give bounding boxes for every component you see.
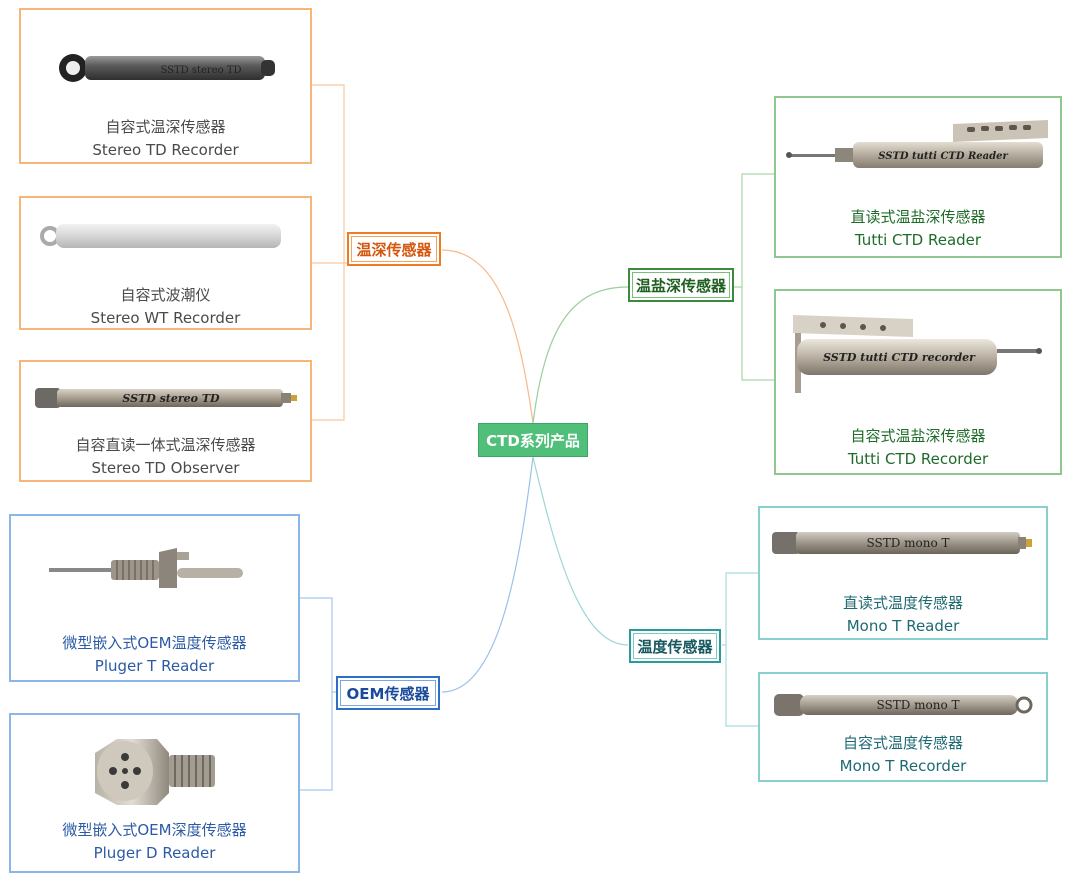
product-image-pluger-t-reader [11, 544, 298, 594]
category-ctd[interactable]: 温盐深传感器 [628, 268, 734, 302]
product-image-stereo-td-recorder: SSTD stereo TD [21, 48, 310, 88]
category-td-label: 温深传感器 [351, 236, 437, 262]
product-text-mono-t-reader: 直读式温度传感器 Mono T Reader [760, 592, 1046, 638]
bracket-t [722, 572, 758, 727]
product-card-mono-t-reader[interactable]: SSTD mono T 直读式温度传感器 Mono T Reader [758, 506, 1048, 640]
product-image-mono-t-recorder: SSTD mono T [760, 688, 1046, 722]
category-t-label: 温度传感器 [633, 633, 717, 659]
product-name-en: Pluger T Reader [94, 657, 215, 675]
bracket-oem [300, 597, 338, 791]
product-name-cn: 自容直读一体式温深传感器 [75, 436, 256, 454]
product-text-tutti-ctd-recorder: 自容式温盐深传感器 Tutti CTD Recorder [776, 425, 1060, 471]
product-text-mono-t-recorder: 自容式温度传感器 Mono T Recorder [760, 732, 1046, 778]
category-oem-label: OEM传感器 [340, 680, 436, 706]
link-center-oem [441, 456, 534, 693]
link-center-td [441, 249, 534, 424]
product-name-cn: 自容式温深传感器 [105, 118, 226, 136]
product-card-mono-t-recorder[interactable]: SSTD mono T 自容式温度传感器 Mono T Recorder [758, 672, 1048, 782]
product-image-stereo-td-observer: SSTD stereo TD [21, 382, 310, 414]
product-text-pluger-d-reader: 微型嵌入式OEM深度传感器 Pluger D Reader [11, 819, 298, 865]
engraving: SSTD tutti CTD Reader [878, 151, 1008, 162]
product-text-stereo-td-recorder: 自容式温深传感器 Stereo TD Recorder [21, 116, 310, 162]
category-t[interactable]: 温度传感器 [629, 629, 721, 663]
product-text-stereo-wt-recorder: 自容式波潮仪 Stereo WT Recorder [21, 284, 310, 330]
engraving: SSTD mono T [876, 698, 959, 712]
product-name-en: Pluger D Reader [93, 844, 216, 862]
engraving: SSTD tutti CTD recorder [823, 351, 976, 364]
product-name-en: Stereo WT Recorder [90, 309, 241, 327]
product-card-tutti-ctd-recorder[interactable]: SSTD tutti CTD recorder 自容式温盐深传感器 Tutti … [774, 289, 1062, 475]
product-name-cn: 微型嵌入式OEM温度传感器 [62, 634, 247, 652]
link-center-ctd [532, 286, 629, 424]
product-name-cn: 直读式温盐深传感器 [850, 208, 986, 226]
product-card-pluger-t-reader[interactable]: 微型嵌入式OEM温度传感器 Pluger T Reader [9, 514, 300, 682]
product-image-stereo-wt-recorder [21, 218, 310, 254]
product-image-pluger-d-reader [11, 731, 298, 811]
product-text-stereo-td-observer: 自容直读一体式温深传感器 Stereo TD Observer [21, 434, 310, 480]
product-card-pluger-d-reader[interactable]: 微型嵌入式OEM深度传感器 Pluger D Reader [9, 713, 300, 873]
category-td[interactable]: 温深传感器 [347, 232, 441, 266]
product-name-cn: 直读式温度传感器 [842, 594, 963, 612]
product-name-cn: 自容式波潮仪 [120, 286, 211, 304]
central-topic[interactable]: CTD系列产品 [478, 423, 588, 457]
bracket-ctd [728, 173, 774, 381]
product-name-en: Stereo TD Observer [91, 459, 240, 477]
product-name-cn: 自容式温盐深传感器 [850, 427, 986, 445]
category-oem[interactable]: OEM传感器 [336, 676, 440, 710]
product-name-en: Tutti CTD Reader [854, 231, 982, 249]
product-name-en: Tutti CTD Recorder [847, 450, 989, 468]
product-card-stereo-td-recorder[interactable]: SSTD stereo TD 自容式温深传感器 Stereo TD Record… [19, 8, 312, 164]
product-text-tutti-ctd-reader: 直读式温盐深传感器 Tutti CTD Reader [776, 206, 1060, 252]
product-card-stereo-wt-recorder[interactable]: 自容式波潮仪 Stereo WT Recorder [19, 196, 312, 330]
product-text-pluger-t-reader: 微型嵌入式OEM温度传感器 Pluger T Reader [11, 632, 298, 678]
product-name-en: Mono T Reader [846, 617, 960, 635]
product-image-tutti-ctd-reader: SSTD tutti CTD Reader [776, 114, 1060, 178]
product-image-mono-t-reader: SSTD mono T [760, 526, 1046, 560]
engraving: SSTD stereo TD [122, 392, 220, 405]
engraving: SSTD mono T [866, 536, 949, 550]
link-center-t [532, 456, 629, 646]
product-name-cn: 自容式温度传感器 [842, 734, 963, 752]
product-image-tutti-ctd-recorder: SSTD tutti CTD recorder [776, 309, 1060, 399]
product-name-en: Stereo TD Recorder [92, 141, 239, 159]
category-ctd-label: 温盐深传感器 [632, 272, 730, 298]
product-card-stereo-td-observer[interactable]: SSTD stereo TD 自容直读一体式温深传感器 Stereo TD Ob… [19, 360, 312, 482]
product-card-tutti-ctd-reader[interactable]: SSTD tutti CTD Reader 直读式温盐深传感器 Tutti CT… [774, 96, 1062, 258]
product-name-cn: 微型嵌入式OEM深度传感器 [62, 821, 247, 839]
product-name-en: Mono T Recorder [839, 757, 967, 775]
engraving: SSTD stereo TD [160, 65, 241, 76]
bracket-td [312, 84, 348, 421]
